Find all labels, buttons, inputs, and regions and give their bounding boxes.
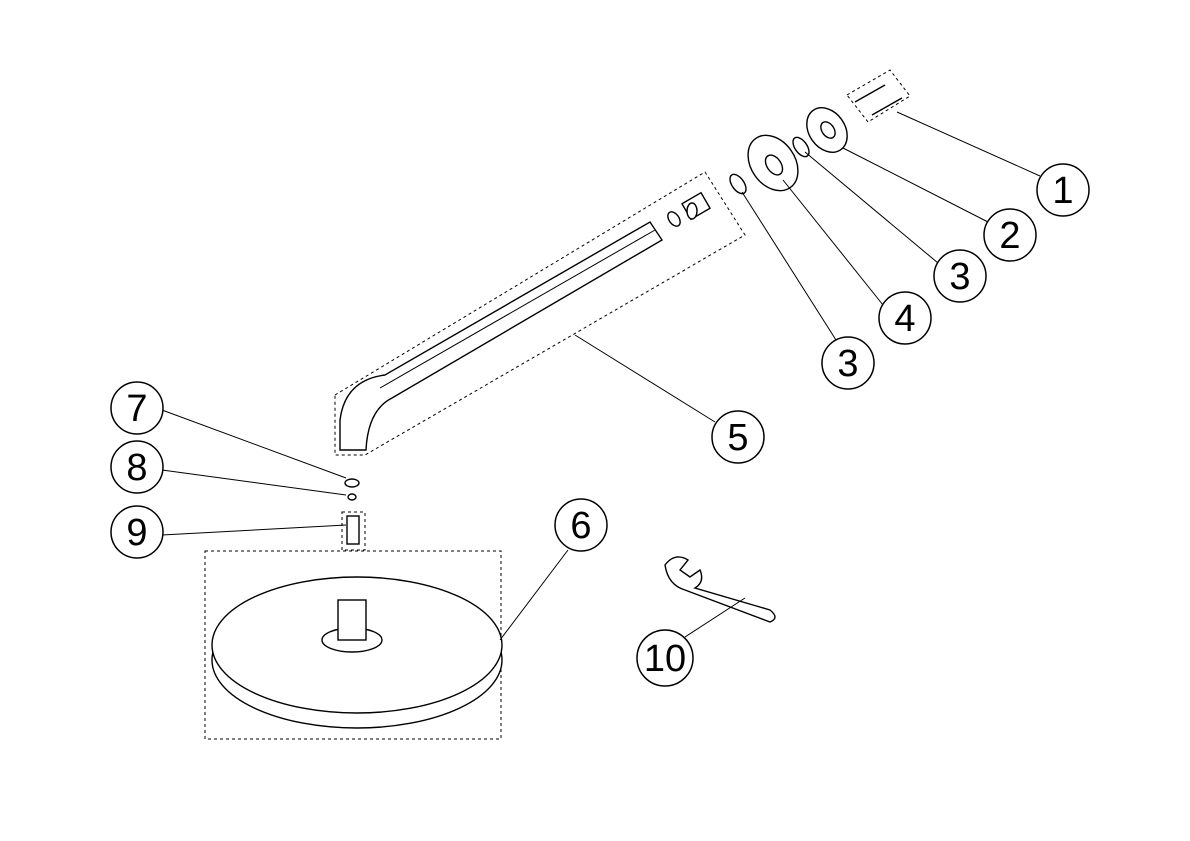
part-shower-arm [334,171,746,456]
callout-5: 5 [711,410,765,464]
part-ball-joint [341,511,366,551]
svg-text:10: 10 [644,638,686,680]
callout-10: 10 [636,629,694,687]
callout-3: 3 [933,249,987,303]
svg-text:5: 5 [727,417,748,459]
callout-1: 1 [1036,163,1090,217]
part-shower-head [204,550,503,740]
svg-text:8: 8 [126,447,147,489]
part-o-ring [792,136,810,158]
leader-lines [161,111,1041,641]
svg-text:1: 1 [1052,170,1073,212]
svg-text:3: 3 [837,343,858,385]
callout-7: 7 [110,381,164,435]
callout-6: 6 [554,498,608,552]
part-o-ring-2 [729,173,747,195]
callout-4: 4 [878,291,932,345]
callout-3b: 3 [821,336,875,390]
callout-9: 9 [110,505,164,559]
part-filter [347,493,357,501]
svg-text:4: 4 [894,298,915,340]
part-wall-flange [806,107,848,153]
svg-text:6: 6 [570,505,591,547]
part-cover-flange [747,134,799,192]
svg-text:9: 9 [126,512,147,554]
part-screws [846,69,911,123]
svg-text:2: 2 [999,215,1020,257]
part-wrench [664,556,776,623]
callout-8: 8 [110,440,164,494]
callout-2: 2 [983,208,1037,262]
svg-text:3: 3 [949,256,970,298]
svg-text:7: 7 [126,388,147,430]
part-washer [344,478,360,488]
